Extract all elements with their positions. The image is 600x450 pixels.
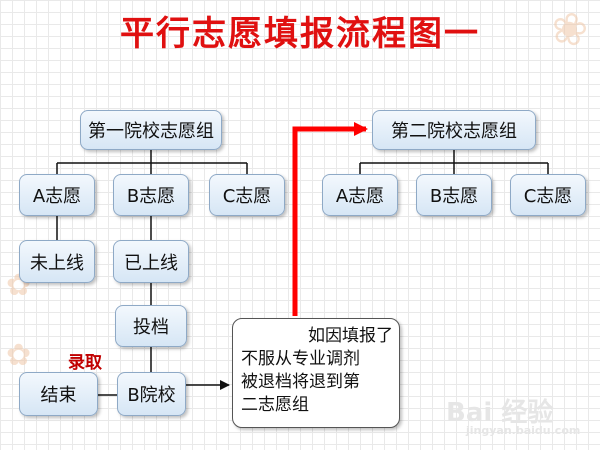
filing-box: 投档	[115, 305, 187, 347]
group1-option-b-box: B志愿	[113, 174, 189, 216]
decorative-seal-icon: ✿	[6, 338, 32, 373]
note-line: 二志愿组	[241, 395, 309, 415]
group1-option-a-box: A志愿	[19, 174, 95, 216]
page-title: 平行志愿填报流程图一	[120, 14, 480, 54]
group2-option-c-box: C志愿	[510, 174, 586, 216]
note-line: 不服从专业调剂	[241, 349, 360, 369]
note-line: 被退档将退到第	[241, 372, 360, 392]
group2-option-a-box: A志愿	[322, 174, 398, 216]
baidu-watermark-url: jingyan.baidu.com	[466, 424, 581, 437]
first-school-group-box: 第一院校志愿组	[80, 110, 222, 150]
second-school-group-box: 第二院校志愿组	[372, 110, 536, 150]
baidu-watermark: Bai 经验	[446, 398, 554, 428]
group2-option-b-box: B志愿	[416, 174, 492, 216]
above-line-box: 已上线	[113, 240, 189, 283]
group1-option-c-box: C志愿	[209, 174, 285, 216]
below-line-box: 未上线	[19, 240, 95, 283]
note-line: 如因填报了	[308, 326, 393, 346]
end-box: 结束	[19, 372, 98, 416]
school-b-box: B院校	[117, 372, 186, 416]
admitted-label: 录取	[68, 353, 102, 373]
rejection-note-box: 如因填报了 不服从专业调剂 被退档将退到第 二志愿组	[232, 318, 400, 428]
